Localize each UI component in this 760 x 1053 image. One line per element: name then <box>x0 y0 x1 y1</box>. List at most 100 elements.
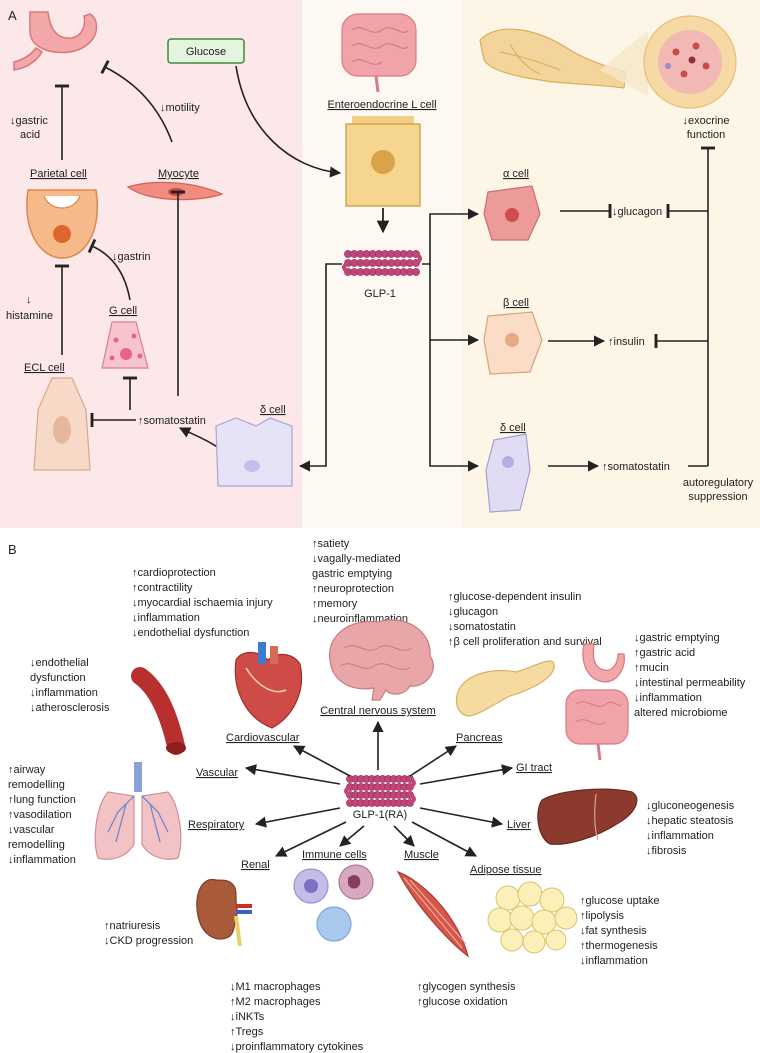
liver-effects: ↓gluconeogenesis ↓hepatic steatosis ↓inf… <box>646 800 735 857</box>
arrow-to-pancreas <box>409 745 457 777</box>
g-cell-icon <box>101 321 149 369</box>
immune-title: Immune cells <box>302 849 367 861</box>
immune-effects: ↓M1 macrophages ↑M2 macrophages ↓iNKTs ↑… <box>230 981 364 1053</box>
delta-cell-right-label: δ cell <box>500 422 526 434</box>
gastrin-label: ↓gastrin <box>112 251 151 263</box>
glucose-label: Glucose <box>186 46 226 58</box>
islet-icon <box>643 15 737 109</box>
beta-cell-label: β cell <box>503 297 529 309</box>
svg-text:↑cardioprotection: ↑cardioprotection <box>132 567 216 579</box>
alpha-cell-icon <box>483 185 541 241</box>
pancreas-effects: ↑glucose-dependent insulin ↓glucagon ↓so… <box>448 591 602 648</box>
svg-text:remodelling: remodelling <box>8 779 65 791</box>
ecl-cell-label: ECL cell <box>24 362 65 374</box>
beta-cell-icon <box>483 311 543 375</box>
svg-text:↓somatostatin: ↓somatostatin <box>448 621 516 633</box>
svg-text:↑lipolysis: ↑lipolysis <box>580 910 625 922</box>
cardiovascular-title: Cardiovascular <box>226 732 300 744</box>
arrow-to-liver <box>419 807 504 828</box>
delta-cell-left-label: δ cell <box>260 404 286 416</box>
arrow-to-gi <box>419 764 514 785</box>
panel-b-letter: B <box>8 542 17 557</box>
renal-effects: ↑natriuresis ↓CKD progression <box>104 920 193 947</box>
svg-text:↑contractility: ↑contractility <box>132 582 193 594</box>
heart-icon <box>234 642 303 729</box>
gi-tract-icon <box>565 643 629 761</box>
svg-text:↑β cell proliferation and surv: ↑β cell proliferation and survival <box>448 636 602 648</box>
delta-cell-left-icon <box>215 417 293 487</box>
muscle-title: Muscle <box>404 849 439 861</box>
somatostatin-right-label: ↑somatostatin <box>602 461 670 473</box>
svg-text:↓hepatic steatosis: ↓hepatic steatosis <box>646 815 734 827</box>
svg-text:↑mucin: ↑mucin <box>634 662 669 674</box>
exocrine-label-2: function <box>687 129 726 141</box>
pancreas-b-icon <box>455 660 555 717</box>
glp1-chain-link <box>342 261 350 274</box>
panel-a-letter: A <box>8 8 17 23</box>
svg-text:↓atherosclerosis: ↓atherosclerosis <box>30 702 110 714</box>
glp1-bead <box>412 268 420 276</box>
delta-cell-right-icon <box>485 433 531 513</box>
cardiovascular-effects: ↑cardioprotection ↑contractility ↓myocar… <box>132 567 273 639</box>
brain-icon <box>329 619 434 701</box>
kidney-icon <box>196 879 252 947</box>
svg-text:dysfunction: dysfunction <box>30 672 86 684</box>
blood-vessel-icon <box>131 667 186 755</box>
glp1-chain-a <box>342 250 422 276</box>
glp1-to-alpha-arrow <box>422 208 480 265</box>
gi-effects: ↓gastric emptying ↑gastric acid ↑mucin ↓… <box>634 632 746 719</box>
svg-text:↓inflammation: ↓inflammation <box>580 955 648 967</box>
alpha-cell-label: α cell <box>503 168 529 180</box>
arrow-to-immune <box>339 825 365 847</box>
somatostatin-left-label: ↑somatostatin <box>138 415 206 427</box>
glp1-chain-link <box>414 252 422 265</box>
glp1-ra-label: GLP-1(RA) <box>353 809 407 821</box>
arrow-to-respiratory <box>254 807 341 828</box>
cns-title: Central nervous system <box>320 705 436 717</box>
muscle-icon <box>396 870 470 958</box>
svg-text:↓M1 macrophages: ↓M1 macrophages <box>230 981 321 993</box>
ecl-cell-icon <box>33 377 91 471</box>
histamine-label-1: ↓ <box>26 294 32 306</box>
intestine-icon <box>341 13 417 93</box>
svg-text:↑gastric acid: ↑gastric acid <box>634 647 695 659</box>
svg-text:↓gluconeogenesis: ↓gluconeogenesis <box>646 800 735 812</box>
adipose-icon <box>487 881 578 954</box>
insulin-label: ↑insulin <box>608 336 645 348</box>
svg-text:↓inflammation: ↓inflammation <box>30 687 98 699</box>
svg-text:altered microbiome: altered microbiome <box>634 707 728 719</box>
svg-text:↓iNKTs: ↓iNKTs <box>230 1011 265 1023</box>
liver-title: Liver <box>507 819 531 831</box>
parietal-cell-label: Parietal cell <box>30 168 87 180</box>
svg-text:↑vasodilation: ↑vasodilation <box>8 809 72 821</box>
gcell-to-parietal-inhibition <box>87 238 131 301</box>
svg-text:↓gastric emptying: ↓gastric emptying <box>634 632 720 644</box>
svg-text:↑neuroprotection: ↑neuroprotection <box>312 583 394 595</box>
adipose-title: Adipose tissue <box>470 864 542 876</box>
glp1-chain-link <box>344 785 351 797</box>
svg-text:↓endothelial dysfunction: ↓endothelial dysfunction <box>132 627 249 639</box>
svg-text:↑glucose-dependent insulin: ↑glucose-dependent insulin <box>448 591 581 603</box>
myocyte-to-stomach-inhibition <box>100 59 173 143</box>
glucose-to-lcell-arrow <box>235 65 342 178</box>
respiratory-title: Respiratory <box>188 819 245 831</box>
svg-text:↑Tregs: ↑Tregs <box>230 1026 264 1038</box>
renal-title: Renal <box>241 859 270 871</box>
exocrine-label-1: ↓exocrine <box>682 115 729 127</box>
svg-text:↓fat synthesis: ↓fat synthesis <box>580 925 647 937</box>
svg-text:↑airway: ↑airway <box>8 764 46 776</box>
respiratory-effects: ↑airway remodelling ↑lung function ↑vaso… <box>8 764 76 866</box>
svg-text:↓inflammation: ↓inflammation <box>8 854 76 866</box>
svg-text:↓endothelial: ↓endothelial <box>30 657 89 669</box>
arrow-to-cardiovascular <box>293 745 351 777</box>
muscle-effects: ↑glycogen synthesis ↑glucose oxidation <box>417 981 516 1008</box>
gi-title: GI tract <box>516 762 552 774</box>
radiating-arrows <box>244 720 514 857</box>
adipose-effects: ↑glucose uptake ↑lipolysis ↓fat synthesi… <box>580 895 660 967</box>
immune-cells-icon <box>293 864 374 942</box>
glucose-box <box>167 38 245 64</box>
svg-text:↓intestinal permeability: ↓intestinal permeability <box>634 677 746 689</box>
svg-text:↑lung function: ↑lung function <box>8 794 76 806</box>
svg-text:↑thermogenesis: ↑thermogenesis <box>580 940 658 952</box>
svg-text:↓vagally-mediated: ↓vagally-mediated <box>312 553 401 565</box>
